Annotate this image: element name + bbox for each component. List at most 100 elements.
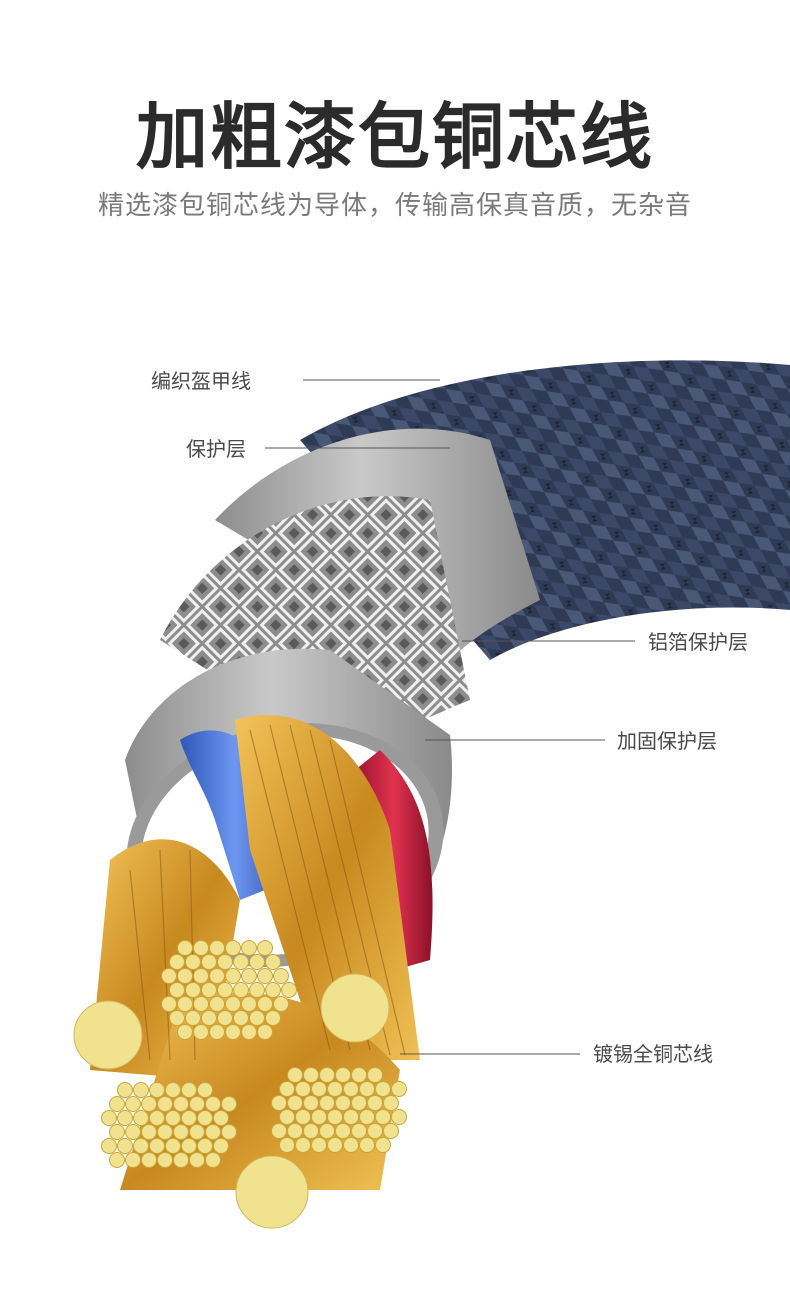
strand-end [295,1137,311,1153]
strand-end [217,1010,233,1026]
callout-foil-shield-label: 铝箔保护层 [648,630,748,654]
strand-end [141,1124,157,1140]
strand-end [221,1124,237,1140]
strand-end [303,1095,319,1111]
strand-end [173,1096,189,1112]
strand-end [173,1152,189,1168]
strand-end [359,1109,375,1125]
strand-end [287,1123,303,1139]
strand-end-large-c [235,1155,309,1229]
strand-end [189,1124,205,1140]
strand-end [359,1137,375,1153]
strand-end [161,996,177,1012]
strand-end [217,982,233,998]
strand-end [303,1123,319,1139]
strand-end [287,1095,303,1111]
strand-end [177,996,193,1012]
strand-end [375,1109,391,1125]
strand-end [185,982,201,998]
strand-end [295,1081,311,1097]
strand-end [221,1096,237,1112]
strand-end [343,1109,359,1125]
strand-end [241,1024,257,1040]
strand-end [157,1096,173,1112]
strand-end [367,1123,383,1139]
strand-end [165,1082,181,1098]
strand-end [201,982,217,998]
strand-end [225,968,241,984]
strand-end [367,1095,383,1111]
strand-end [173,1124,189,1140]
callout-copper-core-label: 镀锡全铜芯线 [593,1042,713,1066]
strand-end [133,1082,149,1098]
callout-braid-label: 编织盔甲线 [151,369,251,393]
strand-end [279,1109,295,1125]
strand-end [209,1024,225,1040]
strand-end [391,1109,407,1125]
strand-end [233,954,249,970]
strand-end [375,1081,391,1097]
strand-end [311,1109,327,1125]
strand-end [249,1010,265,1026]
strand-end [141,1152,157,1168]
strand-end [185,1010,201,1026]
strand-end [303,1067,319,1083]
strand-end [335,1123,351,1139]
strand-end [209,940,225,956]
strand-end [117,1082,133,1098]
callout-protective-layer-label: 保护层 [186,437,246,461]
strand-end [193,996,209,1012]
strand-end [351,1067,367,1083]
strand-end [185,954,201,970]
strand-end [367,1067,383,1083]
strand-end [169,954,185,970]
strand-end [257,968,273,984]
strand-end-large-b [320,973,390,1043]
strand-end [157,1152,173,1168]
strand-end [181,1110,197,1126]
strand-end [197,1138,213,1154]
strand-end [149,1082,165,1098]
strand-end [133,1138,149,1154]
strand-end [265,954,281,970]
strand-end [319,1123,335,1139]
strand-end [169,982,185,998]
strand-end [209,996,225,1012]
strand-end [201,954,217,970]
strand-end [193,968,209,984]
strand-end [157,1124,173,1140]
strand-end [311,1137,327,1153]
strand-end [149,1138,165,1154]
strand-end [335,1067,351,1083]
strand-end [205,1096,221,1112]
strand-end [177,940,193,956]
strand-end [327,1137,343,1153]
strand-end [109,1096,125,1112]
strand-end [271,1123,287,1139]
strand-end [109,1152,125,1168]
page-subtitle: 精选漆包铜芯线为导体，传输高保真音质，无杂音 [97,191,692,221]
strand-end [177,968,193,984]
strand-end [327,1109,343,1125]
strand-end [295,1109,311,1125]
strand-end [125,1152,141,1168]
strand-end [201,1010,217,1026]
strand-end [213,1110,229,1126]
page-title: 加粗漆包铜芯线 [135,95,654,179]
strand-end-large-a [73,1000,143,1070]
strand-end [343,1081,359,1097]
strand-end [101,1138,117,1154]
strand-end [287,1067,303,1083]
strand-end [117,1138,133,1154]
strand-end [241,996,257,1012]
strand-end [125,1096,141,1112]
strand-end [165,1138,181,1154]
strand-end [205,1124,221,1140]
strand-end [197,1082,213,1098]
strand-end [351,1095,367,1111]
strand-end [265,982,281,998]
strand-end [375,1137,391,1153]
strand-end [279,1081,295,1097]
strand-end [169,1010,185,1026]
strand-end [241,940,257,956]
